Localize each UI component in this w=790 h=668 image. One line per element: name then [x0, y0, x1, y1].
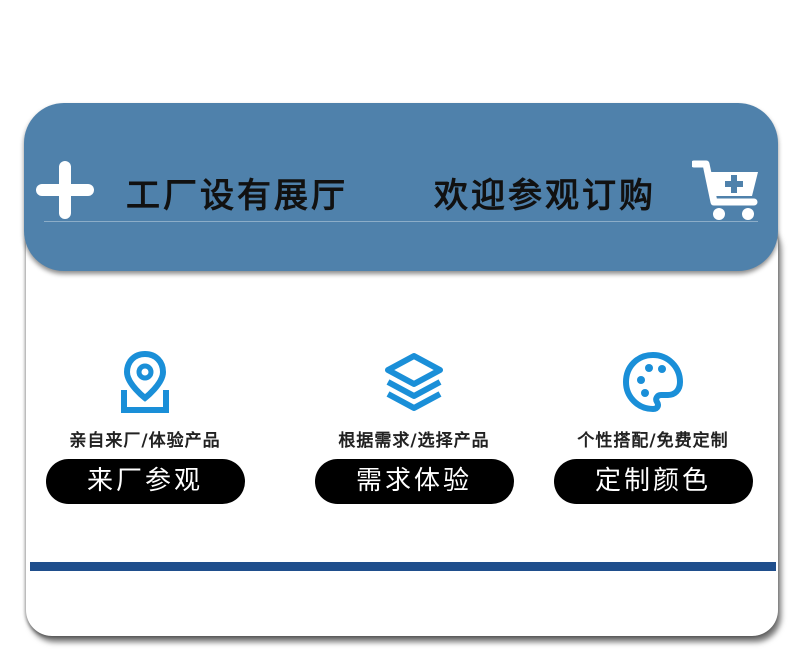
cart-plus-icon: [692, 160, 758, 220]
header-banner: 工厂设有展厅 欢迎参观订购: [24, 103, 778, 271]
feature-subtitle: 个性搭配/免费定制: [577, 431, 729, 451]
layers-icon: [385, 353, 443, 411]
plus-icon: [36, 161, 94, 219]
banner-right-text: 欢迎参观订购: [434, 176, 656, 216]
feature-subtitle: 根据需求/选择产品: [338, 431, 490, 451]
custom-color-button[interactable]: 定制颜色: [553, 459, 753, 504]
factory-visit-button[interactable]: 来厂参观: [45, 459, 245, 504]
bottom-divider: [30, 562, 776, 571]
feature-subtitle: 亲自来厂/体验产品: [69, 431, 221, 451]
feature-demand-experience: 根据需求/选择产品 需求体验: [314, 350, 514, 504]
demand-experience-button[interactable]: 需求体验: [314, 459, 514, 504]
palette-icon: [623, 352, 683, 412]
feature-custom-color: 个性搭配/免费定制 定制颜色: [553, 350, 753, 504]
banner-left-text: 工厂设有展厅: [126, 176, 348, 216]
banner-divider: [44, 221, 758, 222]
feature-factory-visit: 亲自来厂/体验产品 来厂参观: [45, 350, 245, 504]
location-pin-icon: [121, 350, 169, 413]
